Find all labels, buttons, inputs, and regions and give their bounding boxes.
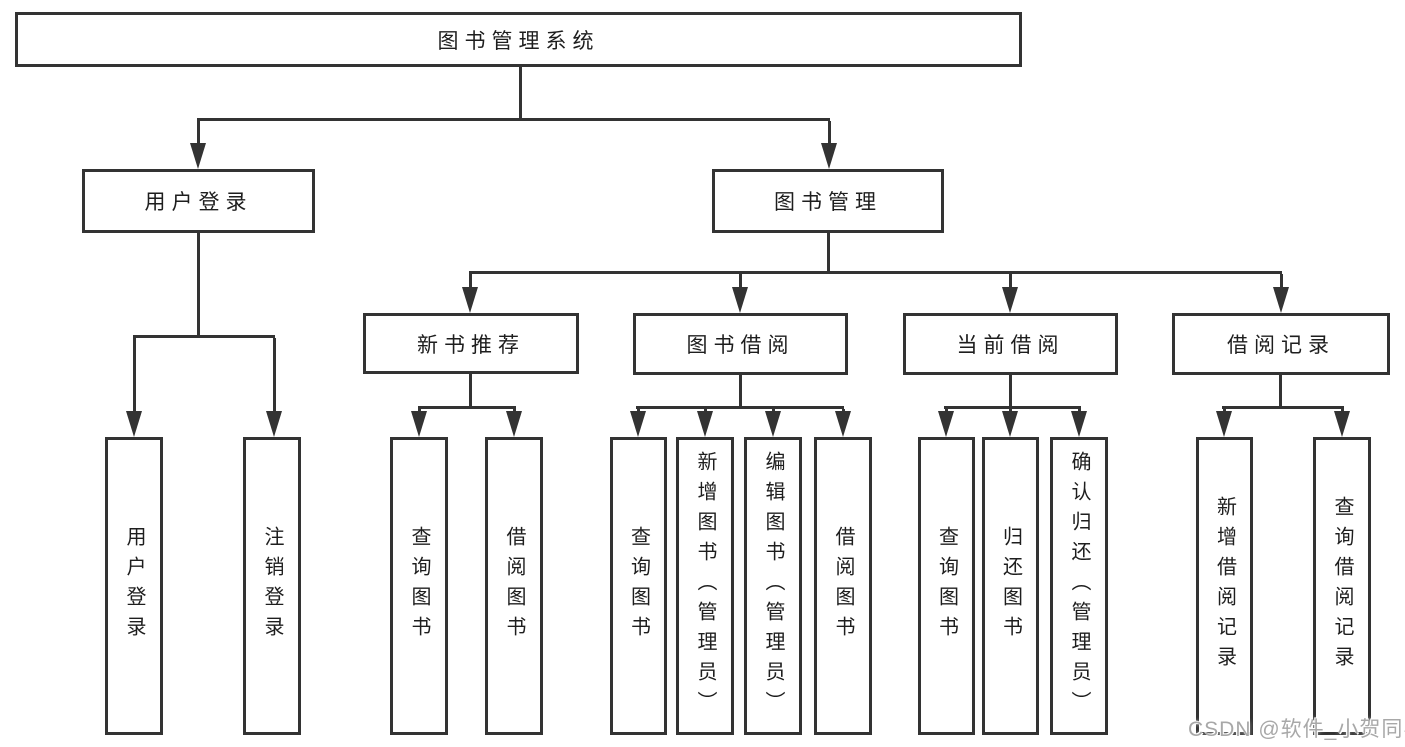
arrow-down-icon (1216, 411, 1232, 437)
arrow-down-icon (190, 143, 206, 169)
connector-vline (1279, 374, 1282, 407)
connector-vline (1223, 409, 1226, 411)
node-new-book-recommend: 新书推荐 (363, 313, 579, 374)
connector-vline (828, 121, 831, 143)
connector-vline (469, 274, 472, 287)
leaf-logout: 注销登录 (243, 437, 301, 735)
connector-vline (1280, 274, 1283, 287)
connector-vline (704, 409, 707, 411)
leaf-add-books-admin: 新增图书（管理员） (676, 437, 734, 735)
connector-vline (827, 233, 830, 272)
node-borrow-records: 借阅记录 (1172, 313, 1390, 375)
node-root: 图书管理系统 (15, 12, 1022, 67)
node-book-borrowing: 图书借阅 (633, 313, 848, 375)
arrow-down-icon (821, 143, 837, 169)
connector-vline (469, 374, 472, 407)
leaf-edit-books-admin: 编辑图书（管理员） (744, 437, 802, 735)
leaf-query-books-recommend: 查询图书 (390, 437, 448, 735)
connector-vline (1009, 274, 1012, 287)
connector-vline (637, 409, 640, 411)
connector-hline (418, 406, 516, 409)
watermark: CSDN @软件_小贺同学 (1188, 718, 1405, 741)
arrow-down-icon (732, 287, 748, 313)
connector-vline (133, 338, 136, 411)
arrow-down-icon (1071, 411, 1087, 437)
arrow-down-icon (1334, 411, 1350, 437)
node-user-login: 用户登录 (82, 169, 315, 233)
connector-vline (1078, 409, 1081, 411)
connector-hline (469, 271, 1282, 274)
connector-vline (197, 233, 200, 336)
arrow-down-icon (630, 411, 646, 437)
connector-vline (1009, 409, 1012, 411)
connector-vline (513, 409, 516, 411)
connector-hline (1222, 406, 1344, 409)
connector-vline (739, 374, 742, 407)
leaf-add-borrow-record: 新增借阅记录 (1196, 437, 1253, 735)
arrow-down-icon (126, 411, 142, 437)
arrow-down-icon (765, 411, 781, 437)
node-book-management: 图书管理 (712, 169, 944, 233)
arrow-down-icon (835, 411, 851, 437)
connector-hline (197, 118, 830, 121)
connector-vline (772, 409, 775, 411)
arrow-down-icon (411, 411, 427, 437)
leaf-query-books-current: 查询图书 (918, 437, 975, 735)
leaf-confirm-return-admin: 确认归还（管理员） (1050, 437, 1108, 735)
leaf-borrow-books: 借阅图书 (814, 437, 872, 735)
connector-vline (197, 121, 200, 143)
arrow-down-icon (1002, 411, 1018, 437)
connector-hline (636, 406, 844, 409)
connector-vline (1341, 409, 1344, 411)
connector-vline (945, 409, 948, 411)
arrow-down-icon (938, 411, 954, 437)
connector-vline (842, 409, 845, 411)
leaf-return-books: 归还图书 (982, 437, 1039, 735)
leaf-query-books-borrowing: 查询图书 (610, 437, 667, 735)
arrow-down-icon (266, 411, 282, 437)
connector-vline (519, 67, 522, 118)
connector-hline (133, 335, 275, 338)
arrow-down-icon (506, 411, 522, 437)
connector-vline (273, 338, 276, 411)
arrow-down-icon (1273, 287, 1289, 313)
leaf-user-login: 用户登录 (105, 437, 163, 735)
arrow-down-icon (697, 411, 713, 437)
connector-vline (739, 274, 742, 287)
arrow-down-icon (1002, 287, 1018, 313)
connector-vline (418, 409, 421, 411)
connector-vline (1009, 374, 1012, 407)
connector-hline (944, 406, 1081, 409)
leaf-query-borrow-record: 查询借阅记录 (1313, 437, 1371, 735)
arrow-down-icon (462, 287, 478, 313)
node-current-borrowing: 当前借阅 (903, 313, 1118, 375)
leaf-borrow-books-recommend: 借阅图书 (485, 437, 543, 735)
